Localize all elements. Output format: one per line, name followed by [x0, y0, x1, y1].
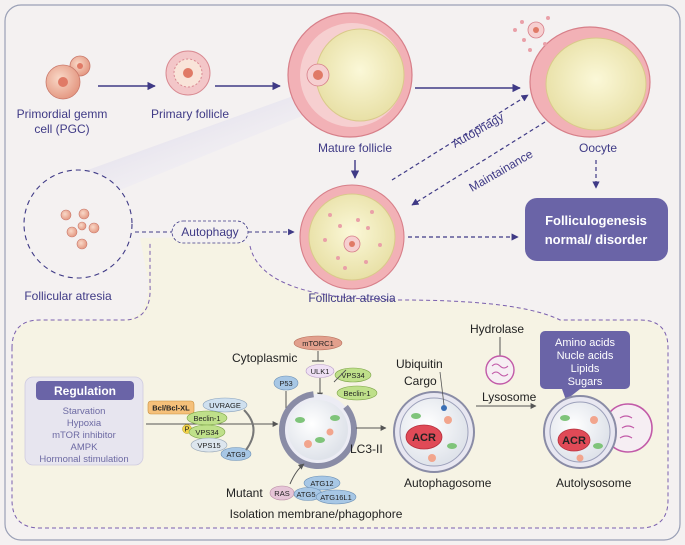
beclin1-signal-blob [336, 385, 378, 401]
cargo-label: Cargo [404, 374, 437, 388]
pgc-cell-icon [45, 55, 91, 100]
atg12-blob [303, 475, 341, 491]
p53-blob [273, 375, 299, 391]
product-3: Sugars [568, 376, 603, 388]
uvrage-label: UVRAGE [209, 401, 241, 410]
lysosome-icon [485, 355, 515, 385]
lc3-label: LC3-II [350, 442, 383, 456]
primary-follicle-label: Primary follicle [151, 107, 229, 121]
oocyte-follicle-icon [513, 16, 651, 138]
outcome-line2: normal/ disorder [545, 232, 648, 247]
oocyte-label: Oocyte [579, 141, 617, 155]
regulation-title-bg [36, 381, 134, 400]
vps34-signal-label: VPS34 [341, 371, 364, 380]
hydrolase-label: Hydrolase [470, 322, 524, 336]
mechanism-region-border [11, 245, 669, 529]
outcome-line1: Folliculogenesis [545, 213, 647, 228]
mtorc1-label: mTORC1 [302, 339, 334, 348]
beclin1-signal-label: Beclin-1 [343, 389, 370, 398]
follicular-atresia-center-label: Follicular atresia [308, 291, 396, 305]
atg16l1-blob [315, 489, 357, 505]
atg16l1-label: ATG16L1 [320, 493, 352, 502]
product-2: Lipids [571, 363, 600, 375]
regulation-item-3: AMPK [71, 442, 99, 453]
phagophore-icon [279, 391, 357, 469]
regulation-title: Regulation [54, 384, 116, 398]
autophagosome-label: Autophagosome [404, 476, 492, 490]
products-box [540, 331, 630, 389]
mechanism-region-fill [12, 237, 668, 528]
bcl-label: Bcl/Bcl-XL [152, 404, 190, 413]
cytoplasmic-label: Cytoplasmic [232, 351, 297, 365]
regulation-item-4: Hormonal stimulation [39, 454, 128, 465]
vps34-label: VPS34 [195, 428, 218, 437]
regulation-item-0: Starvation [63, 406, 106, 417]
ras-label: RAS [274, 489, 289, 498]
ulk1-label: ULK1 [311, 367, 330, 376]
p53-label: P53 [279, 379, 292, 388]
ulk1-blob [305, 364, 335, 378]
autophagosome-acr-label: ACR [412, 432, 436, 444]
ubiquitin-label: Ubiquitin [396, 357, 443, 371]
primary-follicle-icon [165, 50, 211, 96]
uvrage-blob [202, 397, 248, 413]
outcome-box [525, 198, 668, 261]
atg9-label: ATG9 [226, 450, 245, 459]
atg9-blob [220, 447, 252, 461]
follicular-atresia-center-icon [299, 184, 405, 290]
mature-follicle-icon [287, 12, 413, 138]
mutant-label: Mutant [226, 486, 263, 500]
atg5-label: ATG5 [296, 490, 315, 499]
autophagy-center-label: Autophagy [181, 225, 238, 239]
pgc-label-line2: cell (PGC) [34, 122, 89, 136]
phospho-label: P [184, 425, 189, 434]
lysosome-label: Lysosome [482, 390, 537, 404]
regulation-item-1: Hypoxia [67, 418, 102, 429]
atg12-label: ATG12 [310, 479, 333, 488]
product-0: Amino acids [555, 337, 615, 349]
autolysosome-acr-label: ACR [562, 435, 586, 447]
autolysosome-label: Autolysosome [556, 476, 632, 490]
vps15-blob [190, 437, 228, 453]
product-1: Nucle acids [557, 350, 614, 362]
follicular-atresia-left-icon [23, 169, 133, 279]
vps15-label: VPS15 [197, 441, 220, 450]
regulation-item-2: mTOR inhibitor [52, 430, 116, 441]
beclin1-label: Beclin-1 [193, 414, 220, 423]
pgc-label-line1: Primordial gemm [17, 107, 108, 121]
autolysosome-icon [543, 395, 653, 469]
bcl-badge [147, 400, 195, 415]
mature-follicle-label: Mature follicle [318, 141, 392, 155]
zoom-beam [60, 95, 312, 190]
autophagosome-icon [393, 391, 475, 473]
isolation-membrane-label: Isolation membrane/phagophore [230, 507, 403, 521]
mtorc1-blob [293, 335, 343, 351]
follicular-atresia-left-label: Follicular atresia [24, 289, 112, 303]
